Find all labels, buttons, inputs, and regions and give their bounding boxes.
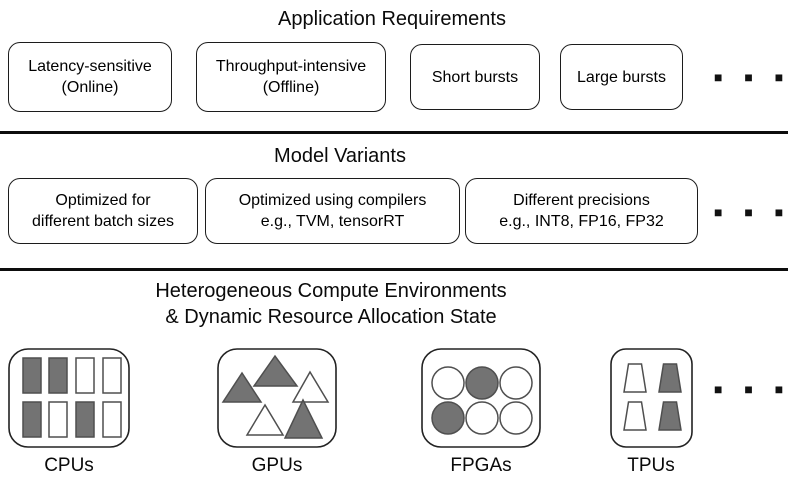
- section-divider: [0, 131, 788, 134]
- requirement-box-large-bursts: Large bursts: [560, 44, 683, 110]
- cpus-resource-box: [8, 348, 130, 448]
- cpu-core-shape: [102, 357, 122, 394]
- requirement-box-short-bursts-label: Short bursts: [431, 68, 519, 86]
- resource-label-cpus: CPUs: [44, 455, 94, 476]
- variant-box-compilers-label: Optimized using compilers e.g., TVM, ten…: [238, 192, 427, 230]
- requirement-box-short-bursts: Short bursts: [410, 44, 540, 110]
- variant-box-precisions: Different precisions e.g., INT8, FP16, F…: [465, 178, 698, 244]
- fpga-circle-shape: [499, 401, 533, 435]
- cpu-core-shape: [48, 401, 68, 438]
- gpu-triangle-shape: [221, 371, 263, 403]
- requirement-box-large-bursts-label: Large bursts: [577, 68, 666, 86]
- gpu-triangle-shape: [245, 403, 285, 436]
- gpu-triangle-shape: [252, 354, 299, 387]
- ellipsis-icon: ■ ■ ■: [714, 381, 788, 397]
- fpga-circle-shape: [465, 366, 499, 400]
- variant-box-compilers: Optimized using compilers e.g., TVM, ten…: [205, 178, 460, 244]
- cpu-core-shape: [22, 357, 42, 394]
- resource-label-fpgas: FPGAs: [450, 455, 512, 476]
- ellipsis-icon: ■ ■ ■: [714, 69, 788, 85]
- fpgas-resource-box: [421, 348, 541, 448]
- requirement-box-latency-sensitive: Latency-sensitive (Online): [8, 42, 172, 112]
- cpu-core-shape: [75, 357, 95, 394]
- section-title-model-variants: Model Variants: [274, 145, 406, 167]
- tpus-box-outline: [610, 348, 693, 448]
- fpga-circle-shape: [465, 401, 499, 435]
- section-divider: [0, 268, 788, 271]
- cpu-core-shape: [22, 401, 42, 438]
- cpu-core-shape: [75, 401, 95, 438]
- gpu-triangle-shape: [291, 370, 330, 403]
- tpu-trapezoid-shape: [623, 401, 647, 431]
- tpu-trapezoid-shape: [623, 363, 647, 393]
- variant-box-precisions-label: Different precisions e.g., INT8, FP16, F…: [499, 192, 664, 230]
- requirement-box-latency-sensitive-label: Latency-sensitive (Online): [28, 58, 152, 96]
- variant-box-batch-sizes-label: Optimized for different batch sizes: [31, 192, 174, 230]
- requirement-box-throughput-intensive-label: Throughput-intensive (Offline): [215, 58, 367, 96]
- cpu-core-shape: [48, 357, 68, 394]
- fpga-circle-shape: [431, 401, 465, 435]
- gpu-triangle-shape: [283, 398, 324, 439]
- cpu-core-shape: [102, 401, 122, 438]
- resource-label-gpus: GPUs: [251, 455, 303, 476]
- gpus-resource-box: [217, 348, 337, 448]
- variant-box-batch-sizes: Optimized for different batch sizes: [8, 178, 198, 244]
- fpga-circle-shape: [431, 366, 465, 400]
- section-title-application-requirements: Application Requirements: [278, 8, 506, 30]
- tpus-resource-box: [610, 348, 693, 448]
- resource-label-tpus: TPUs: [627, 455, 675, 476]
- tpu-trapezoid-shape: [658, 363, 682, 393]
- requirement-box-throughput-intensive: Throughput-intensive (Offline): [196, 42, 386, 112]
- tpu-trapezoid-shape: [658, 401, 682, 431]
- fpga-circle-shape: [499, 366, 533, 400]
- section-title-compute-environments: Heterogeneous Compute Environments & Dyn…: [155, 280, 507, 328]
- ellipsis-icon: ■ ■ ■: [714, 204, 788, 220]
